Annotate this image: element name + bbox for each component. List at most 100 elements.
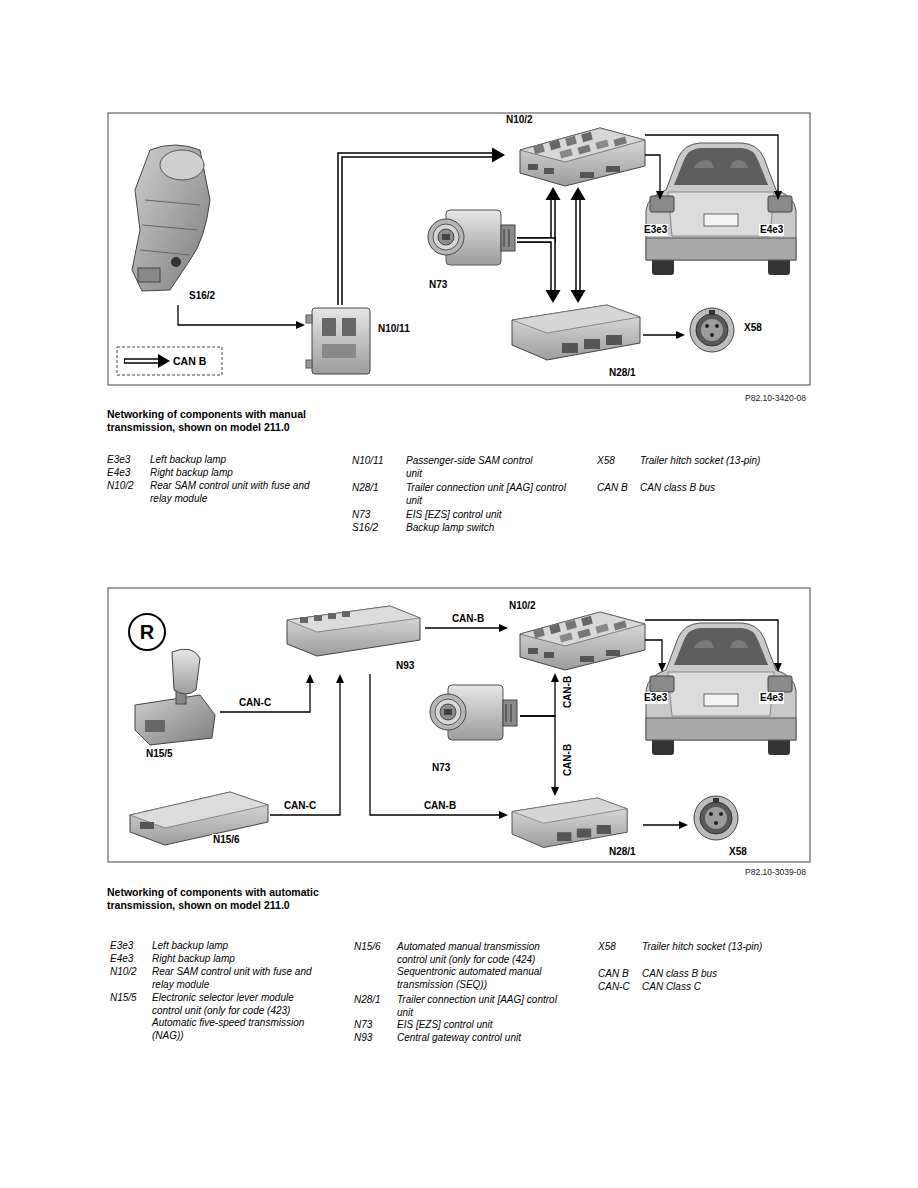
component-callout: E4e3 <box>755 200 797 238</box>
caption: Networking of components with automatic … <box>107 886 335 911</box>
gateway-illustration-part <box>328 613 336 619</box>
key-entry: N10/2 <box>107 480 134 493</box>
signal-connector <box>520 716 559 796</box>
trailer-socket-illustration <box>694 796 738 840</box>
arrowhead <box>551 673 559 682</box>
rear-sam-illustration <box>520 612 645 670</box>
signal-connector <box>270 674 344 815</box>
component-callout: N15/5 <box>125 652 220 762</box>
key-entry: Right backup lamp <box>152 953 235 966</box>
bus-label: CAN-B <box>562 674 574 710</box>
connector-line-inner <box>577 199 580 291</box>
callout-label: N73 <box>431 762 451 774</box>
arrowhead <box>676 331 685 339</box>
key-entry: Backup lamp switch <box>406 522 494 535</box>
arrowhead <box>774 191 782 200</box>
gateway-illustration-part <box>287 606 420 632</box>
component-callout: N10/2 <box>505 112 645 187</box>
key-entry: Electronic selector lever module control… <box>152 992 324 1042</box>
gateway-illustration-part <box>300 617 308 623</box>
connector-line <box>520 681 555 716</box>
callout-label: N15/6 <box>212 834 241 846</box>
connector-line <box>220 682 310 712</box>
component-callout: E4e3 <box>755 672 797 706</box>
legend-text: CAN B <box>173 355 206 367</box>
component-callout: E3e3 <box>640 200 682 238</box>
signal-connector <box>645 620 782 672</box>
callout-label: N10/2 <box>505 114 534 126</box>
signal-connector <box>520 673 559 716</box>
callout-label: N10/11 <box>377 323 411 335</box>
transmission-illustration-part <box>160 150 204 180</box>
key-entry: EIS [EZS] control unit <box>406 509 502 522</box>
key-entry: N10/2 <box>110 966 137 979</box>
arrowhead <box>492 148 505 163</box>
callout-label: N28/1 <box>608 367 637 379</box>
arrowhead <box>658 663 666 672</box>
transmission-illustration <box>132 145 210 291</box>
signal-connector <box>370 674 508 819</box>
car-rear-illustration <box>646 143 796 275</box>
arrowhead <box>546 187 561 200</box>
callout-label: E3e3 <box>643 224 668 236</box>
arrowhead <box>571 187 586 200</box>
transmission-illustration-part <box>142 225 198 230</box>
arrowhead <box>571 290 586 303</box>
key-entry: S16/2 <box>352 522 378 535</box>
component-callout: N73 <box>428 678 520 778</box>
component-callout: E3e3 <box>640 672 682 706</box>
gateway-illustration-part <box>314 615 322 621</box>
sam-control-unit-illustration-part <box>342 318 356 336</box>
signal-connector <box>645 640 666 672</box>
arrowhead <box>546 290 561 303</box>
amt-control-unit-illustration <box>130 792 268 845</box>
key-entry: CAN class B bus <box>642 968 717 981</box>
legend-frame-part <box>158 354 170 368</box>
callout-label: E4e3 <box>759 692 784 704</box>
amt-control-unit-illustration-part <box>130 792 268 828</box>
trailer-unit-illustration <box>512 305 640 360</box>
connector-line <box>645 135 778 192</box>
component-callout: N93 <box>283 603 425 674</box>
key-entry: N10/11 <box>352 455 384 468</box>
key-entry: E4e3 <box>110 953 133 966</box>
callout-label: X58 <box>743 322 763 334</box>
connector-line <box>643 334 677 335</box>
callout-label: X58 <box>728 846 748 858</box>
component-callout: N73 <box>425 203 517 293</box>
transmission-illustration-part <box>132 145 210 291</box>
gateway-illustration-part <box>287 606 420 656</box>
sam-control-unit-illustration-part <box>322 344 356 358</box>
can-bus-connector <box>340 148 505 306</box>
key-entry: N73 <box>354 1019 372 1032</box>
selector-lever-illustration-part <box>135 695 215 745</box>
key-entry: X58 <box>598 941 616 954</box>
component-callout: N15/6 <box>126 788 270 848</box>
rear-sam-illustration <box>520 128 645 186</box>
connector-line <box>575 199 581 291</box>
sam-control-unit-illustration-part <box>312 308 370 374</box>
key-entry: CAN class B bus <box>640 482 715 495</box>
key-entry: CAN Class C <box>642 981 701 994</box>
key-entry: N93 <box>354 1032 372 1045</box>
connector-line-inner <box>517 199 553 240</box>
key-entry: X58 <box>597 455 615 468</box>
arrowhead <box>774 663 782 672</box>
arrowhead <box>656 191 664 200</box>
bus-label: CAN-C <box>282 800 318 812</box>
component-callout: S16/2 <box>122 140 218 305</box>
key-entry: N28/1 <box>352 482 379 495</box>
callout-label: E3e3 <box>643 692 668 704</box>
callout-label: N93 <box>395 660 415 672</box>
key-entry: Trailer hitch socket (13-pin) <box>642 941 762 954</box>
component-callout: N10/11 <box>305 305 413 380</box>
arrowhead <box>499 811 508 819</box>
transmission-illustration-part <box>171 257 181 267</box>
key-entry: Passenger-side SAM control unit <box>406 455 546 480</box>
key-entry: Trailer connection unit [AAG] control un… <box>397 994 557 1019</box>
legend-frame-part <box>117 347 222 375</box>
signal-connector <box>643 331 685 339</box>
callout-label: N73 <box>428 279 448 291</box>
